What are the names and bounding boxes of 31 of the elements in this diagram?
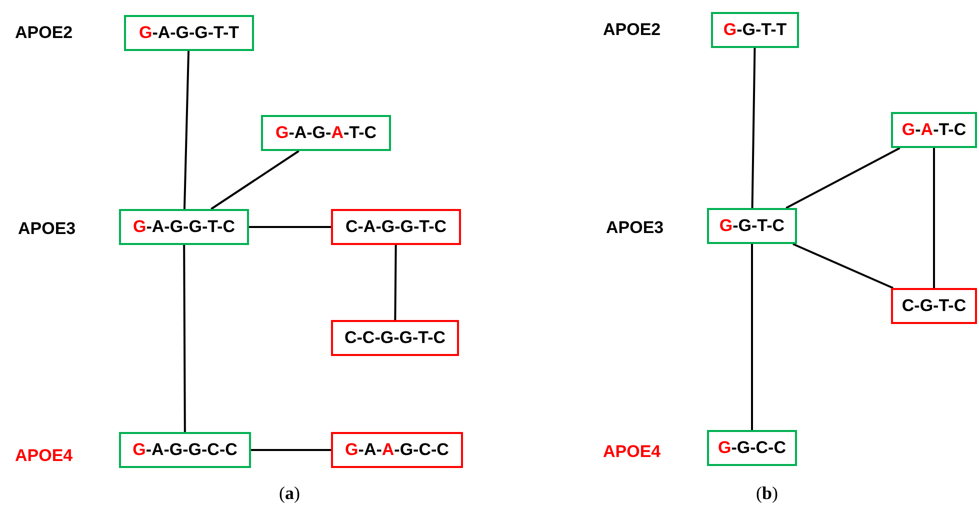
connector-line bbox=[183, 245, 186, 432]
sequence-box: G-G-T-C bbox=[707, 208, 797, 244]
connector-line bbox=[751, 244, 753, 430]
sequence-box: G-G-C-C bbox=[707, 430, 797, 466]
allele-label: APOE3 bbox=[18, 219, 76, 239]
sequence-box: G-A-T-C bbox=[891, 112, 977, 148]
sequence-box: C-C-G-G-T-C bbox=[331, 320, 459, 356]
allele-label: APOE2 bbox=[603, 20, 661, 40]
panel-label: (b) bbox=[756, 483, 778, 504]
sequence-box: C-A-G-G-T-C bbox=[331, 209, 461, 245]
connector-line bbox=[786, 147, 900, 209]
connector-line bbox=[751, 48, 756, 208]
connector-line bbox=[933, 148, 935, 288]
sequence-box: G-A-G-A-T-C bbox=[261, 115, 391, 151]
connector-line bbox=[792, 243, 894, 289]
allele-label: APOE2 bbox=[15, 23, 73, 43]
sequence-box: G-A-G-G-T-C bbox=[119, 209, 249, 245]
panel-label: (a) bbox=[279, 483, 300, 504]
connector-line bbox=[249, 226, 331, 228]
sequence-box: G-A-G-G-T-T bbox=[124, 15, 254, 51]
sequence-box: G-G-T-T bbox=[711, 12, 799, 48]
sequence-box: G-A-A-G-C-C bbox=[331, 432, 463, 468]
sequence-box: C-G-T-C bbox=[891, 288, 977, 324]
connector-line bbox=[183, 50, 190, 210]
connector-line bbox=[394, 244, 397, 320]
sequence-box: G-A-G-G-C-C bbox=[119, 432, 251, 468]
connector-line bbox=[210, 150, 300, 210]
allele-label: APOE3 bbox=[606, 218, 664, 238]
allele-label: APOE4 bbox=[15, 446, 73, 466]
allele-label: APOE4 bbox=[603, 442, 661, 462]
connector-line bbox=[251, 449, 331, 451]
